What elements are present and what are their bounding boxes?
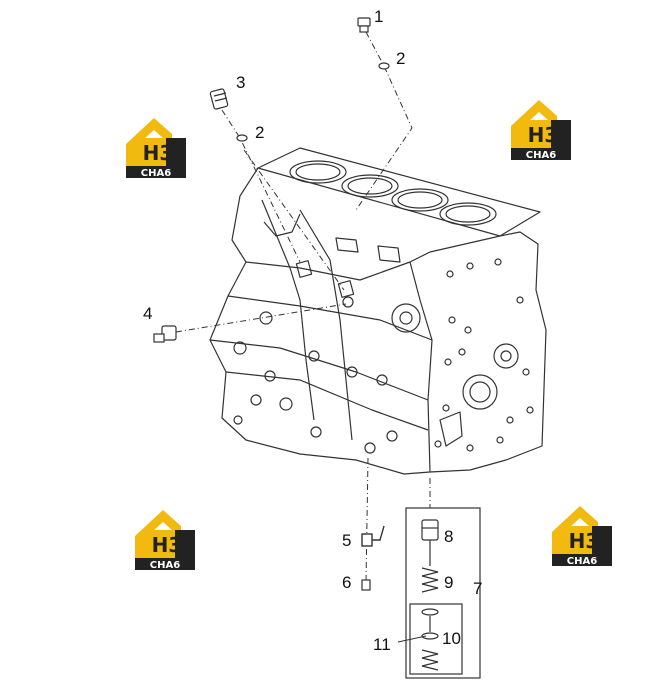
part-1-plug (357, 17, 371, 33)
watermark-mark: H3 (569, 529, 600, 553)
assembly-frame-7 (405, 507, 481, 679)
engine-block (209, 147, 547, 475)
callout-3: 3 (236, 73, 245, 92)
callout-9: 9 (444, 573, 453, 592)
part-2-washer-left (236, 134, 248, 142)
part-4-sensor (153, 325, 177, 343)
callout-10: 10 (442, 629, 461, 648)
part-8-valve (421, 519, 439, 566)
watermark-logo-right-top: H3 CHA6 (511, 100, 571, 161)
callout-leader-11 (397, 635, 427, 643)
part-5-oil-jet (361, 525, 385, 547)
part-11-clip (421, 608, 439, 640)
watermark-text: CHA6 (567, 556, 597, 567)
callout-8: 8 (444, 527, 453, 546)
callout-2-top: 2 (396, 49, 405, 68)
watermark-mark: H3 (143, 141, 174, 165)
callout-7: 7 (473, 579, 482, 598)
watermark-logo-left-top: H3 CHA6 (126, 118, 186, 179)
part-3-sensor (209, 88, 229, 110)
watermark-text: CHA6 (141, 168, 171, 179)
watermark-logo-right-bottom: H3 CHA6 (552, 506, 612, 567)
watermark-mark: H3 (528, 123, 559, 147)
callout-2-left: 2 (255, 123, 264, 142)
callout-1: 1 (374, 7, 383, 26)
part-9-spring (421, 567, 439, 593)
callout-4: 4 (143, 304, 152, 323)
part-6-bolt (361, 579, 371, 591)
callout-11: 11 (373, 635, 391, 654)
watermark-mark: H3 (152, 533, 183, 557)
part-2-washer-top (378, 62, 390, 70)
callout-6: 6 (342, 573, 351, 592)
part-10-spring (421, 649, 439, 671)
watermark-logo-left-bottom: H3 CHA6 (135, 510, 195, 571)
leader-lines (175, 31, 431, 583)
watermark-text: CHA6 (150, 560, 180, 571)
callout-5: 5 (342, 531, 351, 550)
watermark-text: CHA6 (526, 150, 556, 161)
